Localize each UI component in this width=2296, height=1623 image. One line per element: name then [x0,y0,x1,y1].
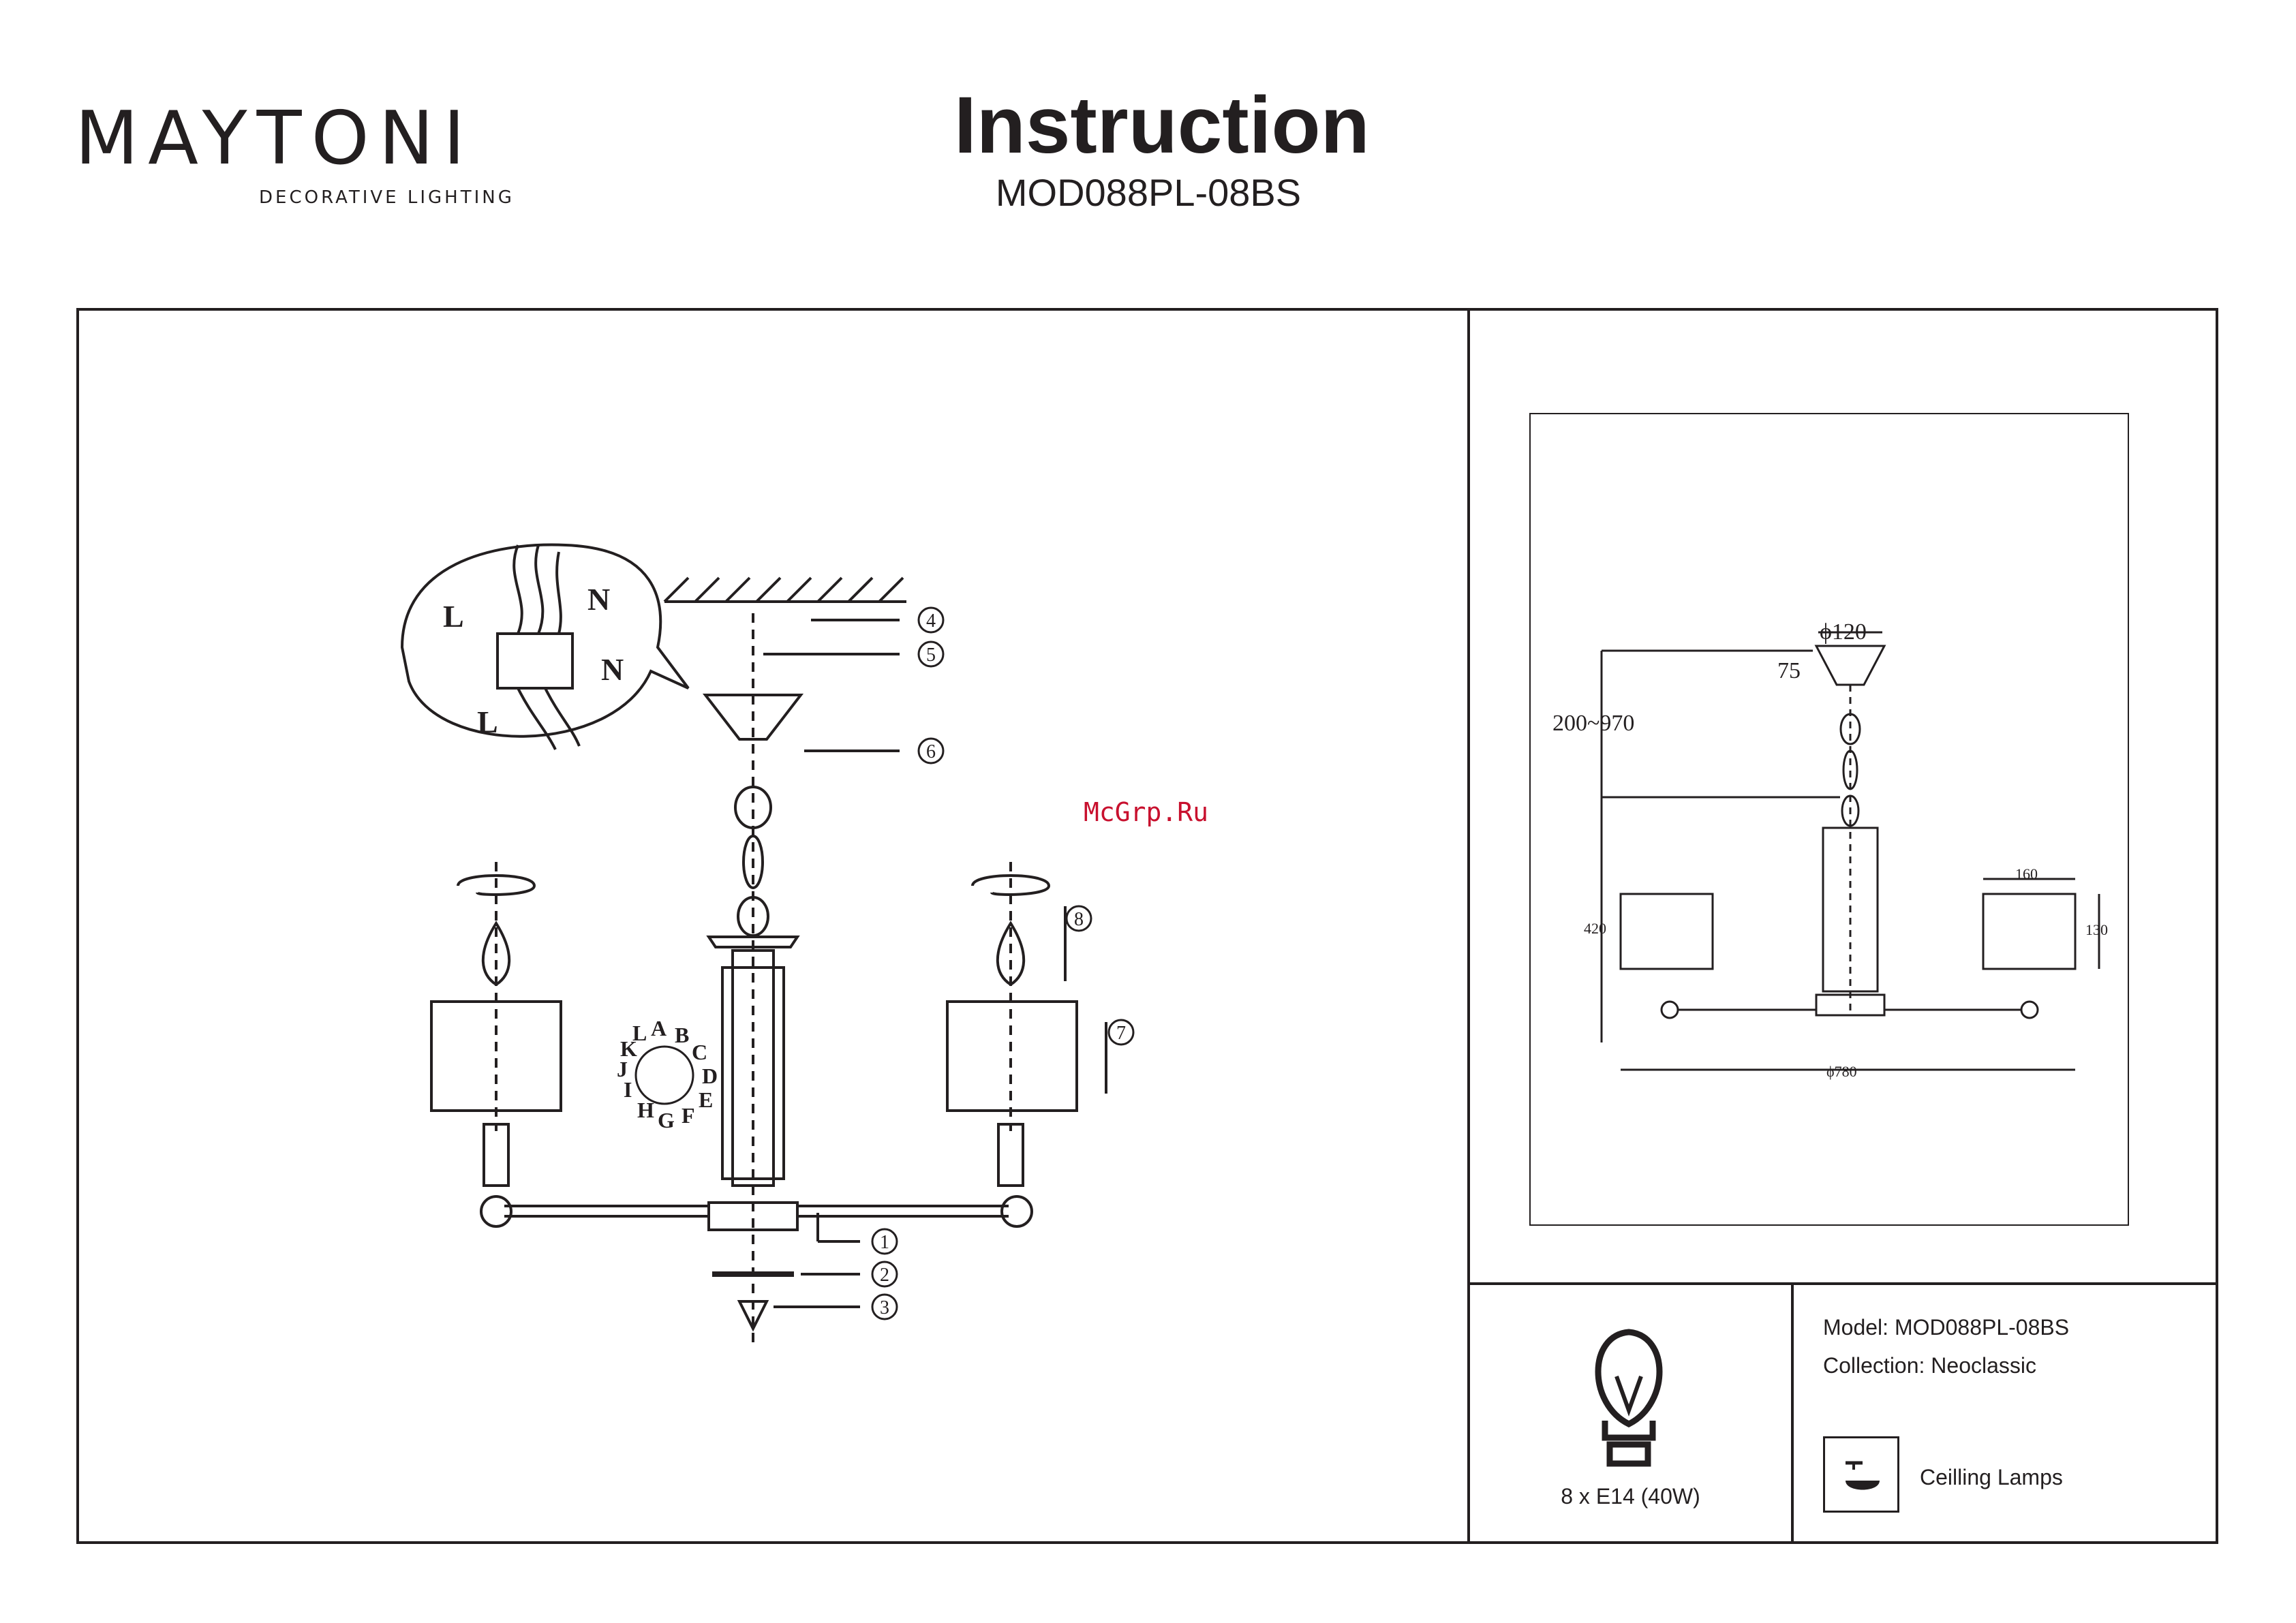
supply-wires [514,545,561,634]
left-arm-finial [481,1196,511,1226]
ceiling-lamp-glyph [1825,1438,1897,1511]
dim-canopy [1816,646,1884,685]
wiring-bubble [402,545,688,737]
dim-canopy-diameter: ϕ120 [1820,619,1867,645]
dim-body-height: 420 [1584,920,1606,937]
fixture-wires [518,688,579,749]
shade-letter: G [658,1108,675,1132]
ceiling-lamp-icon [1823,1436,1899,1513]
callout-7: 7 [1116,1023,1126,1044]
shade-letter: F [682,1103,695,1128]
terminal-block [498,634,572,688]
callout-2: 2 [880,1265,889,1286]
watermark-text: McGrp.Ru [1084,797,1208,827]
collection-line: Collection: Neoclassic [1823,1353,2036,1378]
shade-letter: L [632,1021,647,1045]
center-column [733,950,774,1186]
dim-span-diameter: ϕ780 [1826,1063,1857,1080]
left-socket [484,1124,508,1186]
shade-letter: B [675,1023,689,1047]
shade-letter: D [702,1064,718,1088]
right-arm-finial [1002,1196,1032,1226]
shade-letter: C [692,1040,707,1064]
callout-6: 6 [926,741,936,762]
dim-height-range: 200~970 [1552,711,1634,736]
wire-label-n1: N [587,582,610,617]
dim-shade-height: 130 [2085,921,2108,938]
callout-5: 5 [926,645,936,666]
shade-ring [636,1047,693,1104]
shade-letter: H [637,1098,654,1122]
bulb-icon [1598,1332,1659,1464]
callout-1: 1 [880,1232,889,1253]
ceiling-hatch [664,578,903,602]
shade-letter: A [651,1016,667,1040]
lamp-type-label: Ceilling Lamps [1920,1465,2063,1490]
wire-label-l1: L [443,599,464,634]
dim-canopy-height: 75 [1777,658,1801,683]
dim-left-shade [1621,894,1713,969]
dim-shade-width: 160 [2015,865,2038,882]
model-line: Model: MOD088PL-08BS [1823,1315,2069,1340]
wire-label-l2: L [477,705,498,739]
shade-letter: E [699,1087,713,1112]
callout-3: 3 [880,1297,889,1318]
wire-label-n2: N [601,652,624,687]
callout-8: 8 [1074,909,1084,930]
right-socket [998,1124,1023,1186]
callout-4: 4 [926,610,936,632]
dim-right-shade [1983,894,2075,969]
bulb-spec: 8 x E14 (40W) [1470,1484,1791,1509]
